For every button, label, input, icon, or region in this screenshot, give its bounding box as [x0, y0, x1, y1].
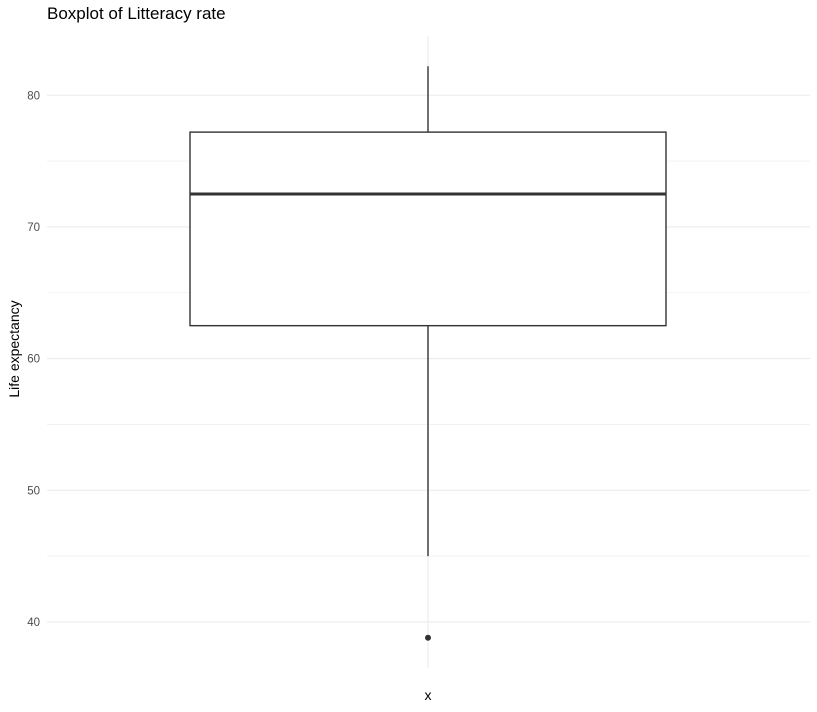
y-tick-label: 80 — [27, 90, 40, 102]
iqr-box — [189, 131, 667, 327]
outlier-point — [425, 634, 431, 641]
y-tick-label: 50 — [27, 485, 40, 497]
y-tick-label: 70 — [27, 222, 40, 234]
y-tick-label: 60 — [27, 354, 40, 366]
chart-title: Boxplot of Litteracy rate — [47, 4, 226, 23]
x-axis-label: x — [424, 687, 432, 703]
y-tick-label: 40 — [27, 617, 40, 629]
